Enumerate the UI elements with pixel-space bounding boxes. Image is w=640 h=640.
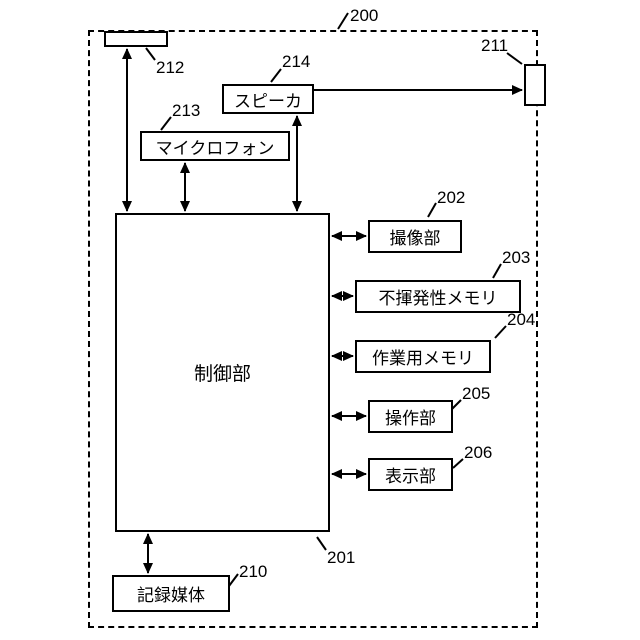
block-212 — [104, 31, 168, 47]
display-unit-box: 表示部 — [368, 458, 453, 491]
ref-201: 201 — [327, 548, 356, 567]
ref-206: 206 — [464, 443, 493, 462]
block-211 — [524, 64, 546, 106]
imaging-unit-box: 撮像部 — [368, 220, 462, 253]
nonvolatile-memory-box: 不揮発性メモリ — [355, 280, 521, 313]
ref-213: 213 — [172, 101, 201, 120]
microphone-box: マイクロフォン — [140, 131, 290, 161]
speaker-label: スピーカ — [234, 91, 302, 111]
system-boundary-box — [88, 30, 538, 628]
ref-204: 204 — [507, 310, 536, 329]
nonvolatile-memory-label: 不揮発性メモリ — [378, 289, 498, 308]
leader-200 — [337, 12, 349, 30]
speaker-box: スピーカ — [222, 84, 314, 114]
display-unit-label: 表示部 — [385, 467, 436, 486]
ref-202: 202 — [437, 188, 466, 207]
imaging-unit-label: 撮像部 — [389, 229, 441, 248]
work-memory-label: 作業用メモリ — [372, 349, 474, 368]
microphone-label: マイクロフォン — [155, 138, 275, 158]
control-unit-label: 制御部 — [193, 364, 251, 385]
recording-medium-box: 記録媒体 — [112, 575, 230, 612]
ref-203: 203 — [502, 248, 531, 267]
operation-unit-label: 操作部 — [385, 409, 436, 428]
ref-200: 200 — [350, 6, 379, 25]
control-unit-box: 制御部 — [115, 213, 330, 532]
work-memory-box: 作業用メモリ — [355, 340, 491, 373]
ref-211: 211 — [481, 36, 509, 55]
recording-medium-label: 記録媒体 — [137, 586, 205, 605]
operation-unit-box: 操作部 — [368, 400, 453, 433]
ref-214: 214 — [282, 52, 311, 71]
ref-212: 212 — [156, 58, 185, 77]
ref-205: 205 — [462, 384, 491, 403]
ref-210: 210 — [239, 562, 268, 581]
